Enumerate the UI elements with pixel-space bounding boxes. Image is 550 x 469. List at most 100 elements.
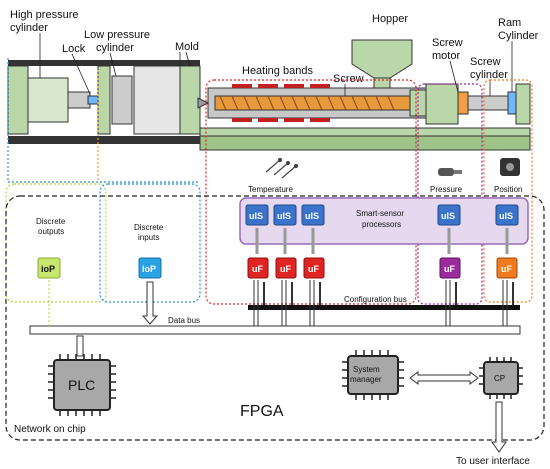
- uf-label-1: uF: [252, 264, 263, 274]
- cp-label: CP: [494, 374, 505, 383]
- uf-chip-temp-2: uF: [275, 257, 297, 279]
- temperature-sensor-icon: [265, 157, 299, 179]
- uf-bus-arrows: [253, 280, 514, 326]
- uis-chip-3: uIS: [301, 204, 325, 226]
- plc-bus-link: [76, 335, 84, 357]
- label-discrete-inputs-1: Discrete: [134, 223, 164, 232]
- temperature-region: [205, 79, 417, 305]
- fixed-platen: [179, 65, 201, 135]
- uis-uf-links: [255, 228, 509, 254]
- label-screw-motor-2: motor: [432, 50, 460, 62]
- iop-chip-inputs: ioP: [138, 257, 162, 279]
- uis-chip-2: uIS: [273, 204, 297, 226]
- screw-motor: [457, 91, 469, 115]
- uis-label-2: uIS: [277, 211, 291, 221]
- label-discrete-outputs-2: outputs: [38, 227, 64, 236]
- iop-chip-outputs: ioP: [37, 257, 61, 279]
- fpga-boundary: [5, 195, 545, 441]
- label-ram-cylinder-1: Ram: [498, 17, 521, 29]
- uf-chip-temp-1: uF: [247, 257, 269, 279]
- uf-label-2: uF: [280, 264, 291, 274]
- mold-half: [133, 65, 181, 135]
- injection-molding-machine: [7, 39, 531, 151]
- data-bus: [29, 325, 521, 335]
- system-manager-label-1: System: [353, 365, 380, 374]
- plc-label: PLC: [68, 377, 95, 393]
- configuration-bus: [248, 305, 520, 310]
- label-pressure: Pressure: [430, 185, 463, 194]
- screw-motor-housing: [425, 83, 459, 125]
- uis-label-3: uIS: [305, 211, 319, 221]
- label-discrete-outputs-1: Discrete: [36, 217, 66, 226]
- position-sensor-icon: [500, 158, 520, 176]
- label-ram-cylinder-2: Cylinder: [498, 30, 539, 42]
- uf-chip-position: uF: [496, 257, 518, 279]
- to-user-interface-label: To user interface: [456, 456, 530, 467]
- io-arrows: [48, 280, 159, 326]
- uis-label-4: uIS: [441, 211, 455, 221]
- label-hopper: Hopper: [372, 13, 408, 25]
- machine-rail: [199, 127, 531, 137]
- iop-label-outputs: ioP: [41, 264, 55, 274]
- plc-chip: PLC: [48, 354, 116, 416]
- upper-tie-bar: [8, 60, 200, 66]
- label-screw-motor-1: Screw: [432, 37, 463, 49]
- cp-chip: CP: [479, 357, 523, 399]
- uf-chip-pressure: uF: [439, 257, 461, 279]
- label-screw: Screw: [333, 73, 364, 85]
- network-on-chip-label: Network on chip: [14, 424, 86, 435]
- label-high-pressure-cylinder-1: High pressure: [10, 9, 78, 21]
- fpga-label: FPGA: [240, 403, 284, 420]
- low-pressure-cylinder: [111, 75, 133, 125]
- screw-cylinder: [467, 95, 509, 111]
- uis-label-1: uIS: [249, 211, 263, 221]
- user-interface-arrow: [491, 401, 507, 453]
- uis-chip-1: uIS: [245, 204, 269, 226]
- system-manager-label-2: manager: [350, 375, 382, 384]
- lower-tie-bar: [8, 136, 200, 144]
- ram-rod: [67, 91, 91, 109]
- sensors: Temperature Pressure Position: [248, 157, 522, 194]
- sm-cp-link: [409, 371, 479, 385]
- label-smart-sensor-1: Smart-sensor: [356, 209, 404, 218]
- uis-label-5: uIS: [499, 211, 513, 221]
- discrete-outputs-region: [5, 183, 107, 303]
- machine-labels: High pressure cylinder Lock Low pressure…: [10, 9, 539, 96]
- clamp-end-plate: [7, 65, 29, 135]
- ram-cylinder: [507, 91, 517, 115]
- system-manager-chip: System manager: [342, 350, 404, 400]
- label-mold: Mold: [175, 41, 199, 53]
- label-configuration-bus: Configuration bus: [344, 295, 407, 304]
- uis-chip-5: uIS: [495, 204, 519, 226]
- label-discrete-inputs-2: inputs: [138, 233, 159, 242]
- label-position: Position: [494, 185, 522, 194]
- hopper-throat: [373, 77, 391, 89]
- label-heating-bands: Heating bands: [242, 65, 313, 77]
- uf-label-4: uF: [444, 264, 455, 274]
- uf-chips: uF uF uF uF uF: [247, 257, 518, 279]
- screw-flights: [219, 95, 395, 111]
- label-low-pressure-cylinder-1: Low pressure: [84, 29, 150, 41]
- label-data-bus: Data bus: [168, 316, 200, 325]
- heating-bands-shapes: [232, 84, 330, 122]
- pressure-sensor-icon: [438, 168, 462, 176]
- label-low-pressure-cylinder-2: cylinder: [96, 42, 134, 54]
- label-lock: Lock: [62, 43, 86, 55]
- nozzle: [197, 97, 210, 109]
- output-region-link: [7, 58, 200, 183]
- uf-label-5: uF: [501, 264, 512, 274]
- discrete-input-arrow: [141, 281, 159, 325]
- moving-platen: [97, 65, 111, 135]
- label-smart-sensor-2: processors: [362, 220, 401, 229]
- label-screw-cylinder-2: cylinder: [470, 69, 508, 81]
- uis-chips: uIS uIS uIS uIS uIS: [245, 204, 519, 226]
- machine-base: [199, 135, 531, 151]
- lock: [87, 95, 99, 105]
- label-screw-cylinder-1: Screw: [470, 56, 501, 68]
- label-temperature: Temperature: [248, 185, 293, 194]
- uis-chip-4: uIS: [437, 204, 461, 226]
- rear-plate: [515, 83, 531, 125]
- position-region: [483, 79, 533, 303]
- high-pressure-cylinder: [27, 77, 69, 123]
